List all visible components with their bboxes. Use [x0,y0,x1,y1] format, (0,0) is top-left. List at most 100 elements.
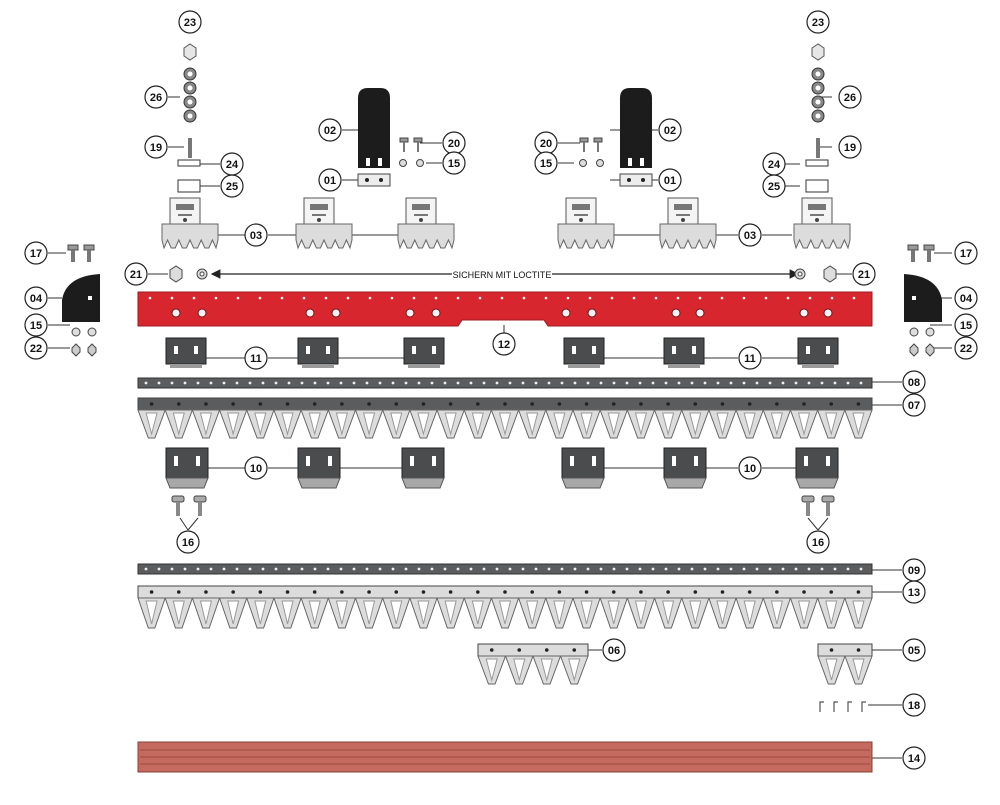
rivet-hole [572,648,577,652]
rivet-hole [394,402,399,406]
strip-hole [586,567,590,571]
tooth-edge [743,412,756,436]
callout-text: 21 [130,269,142,281]
strip-hole [339,567,343,571]
rivet-hole [747,402,752,406]
strip-hole [703,381,707,385]
rivet-hole [856,402,861,406]
strip-hole [859,567,863,571]
wear-plates [165,337,839,368]
tooth-edge [390,412,403,436]
tooth-edge [308,600,321,625]
sickle-back [477,643,589,657]
callout-text: 15 [30,320,42,332]
strip-hole [599,567,603,571]
strip-hole [729,567,733,571]
callout-text: 12 [498,339,510,351]
strip-hole [404,567,408,571]
strip-hole [521,381,525,385]
tooth-edge [390,600,403,625]
tooth-edge [825,658,838,681]
callout-text: 17 [30,248,42,260]
callout-24: 24 [762,152,786,176]
callout-09: 09 [902,558,926,582]
strip-hole [755,381,759,385]
callout-text: 24 [768,159,781,171]
strip-hole [729,381,733,385]
bar-bolt-hole [305,308,315,318]
rivet-hole [421,590,426,594]
tooth-edge [444,600,457,625]
rivet-hole [285,402,290,406]
tooth-edge [852,412,865,436]
bar-small-hole [236,296,240,300]
strip-hole [521,567,525,571]
tooth-edge [662,412,675,436]
strip-hole [742,381,746,385]
rivet-hole [231,590,235,594]
callout-text: 07 [908,400,920,412]
callout-06: 06 [602,638,626,662]
tooth-edge [145,600,158,625]
rivet-hole [231,402,235,406]
rivet-hole [829,590,834,594]
rivet-hole [394,590,399,594]
callout-17: 17 [24,241,48,265]
callout-text: 18 [908,700,920,712]
strip-hole [560,381,564,385]
strip-hole [365,567,369,571]
carriage-bolts [171,495,835,516]
rivet-hole [747,590,752,594]
strip-hole [820,381,824,385]
callout-text: 15 [540,158,552,170]
callout-15: 15 [954,313,978,337]
tooth-edge [363,600,376,625]
bar-small-hole [764,296,768,300]
strip-hole [859,381,863,385]
section-06 [477,643,589,685]
tooth-edge [634,412,648,436]
finger-guard [793,197,851,250]
rivet-hole [204,590,208,594]
strip-hole [599,381,603,385]
strip-hole [313,567,317,571]
bar-small-hole [676,296,680,300]
sickle-back [817,643,873,657]
tooth-edge [526,412,539,436]
tooth-edge [513,658,526,682]
bar-bolt-hole [799,308,809,318]
bar-bolt-hole [431,308,441,318]
strip-hole [638,567,642,571]
strip-hole [534,567,538,571]
strip-hole [456,381,460,385]
bar-bolt-hole [695,308,705,318]
rivet-hole [149,590,154,594]
callout-26: 26 [838,85,862,109]
callout-10: 10 [244,456,268,480]
rivet-hole [693,402,698,406]
strip-hole [196,381,200,385]
strip-hole [794,567,798,571]
small-bolts-left [399,137,424,167]
rivet-hole [720,590,725,594]
tooth-edge [227,600,240,625]
rivet-hole [544,648,549,652]
strip-08 [137,377,873,389]
side-parts-right [904,244,942,357]
strip-hole [365,381,369,385]
callout-labels: 2326192425022015010323261924250220150103… [24,10,978,770]
side-parts-left [62,244,100,357]
bar-small-hole [412,296,416,300]
callout-text: 05 [908,645,920,657]
callout-text: 03 [744,230,756,242]
callout-text: 22 [960,343,972,355]
tooth-edge [689,412,702,436]
tooth-edge [607,412,620,436]
strip-hole [612,381,616,385]
callout-05: 05 [902,638,926,662]
strip-hole [391,567,395,571]
callout-19: 19 [144,135,168,159]
tooth-edge [689,600,702,625]
tooth-edge [580,600,593,625]
knife-guide [401,447,445,489]
